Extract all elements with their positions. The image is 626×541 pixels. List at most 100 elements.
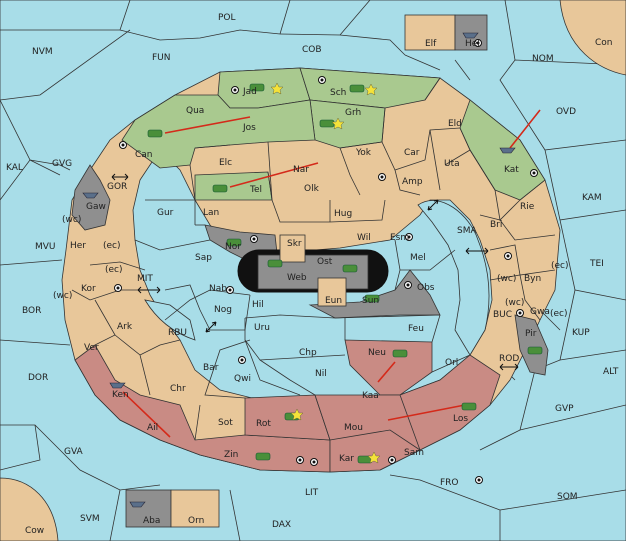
label-hil: Hil [252,300,264,310]
label-web: Web [287,273,307,283]
fleet-icon [82,192,99,199]
label-rot: Rot [256,419,271,429]
fleet-icon [129,501,146,508]
label-rbu: RBU [168,328,187,338]
label-her: Her [70,241,86,251]
land-orn[interactable] [170,489,220,528]
label-qwi: Qwi [234,374,251,384]
fleet-icon [109,382,126,389]
label-mit: MIT [137,274,153,284]
label-bar: Bar [203,363,219,373]
land-skr[interactable] [279,234,306,263]
label-feu: Feu [408,324,424,334]
label-grh: Grh [345,108,361,118]
label-orl: Orl [445,358,458,368]
label-mvu: MVU [35,242,56,252]
label-wc3: (wc) [53,291,72,301]
tank-icon [226,238,242,247]
label-sun: Sun [362,296,379,306]
label-ec1: (ec) [103,241,121,251]
label-ovd: OVD [556,107,576,117]
label-nor: Nor [225,242,241,252]
label-nvm: NVM [32,47,53,57]
land-aba[interactable] [125,489,172,528]
fleet-icon [499,147,516,154]
label-chr: Chr [170,384,186,394]
land-pir[interactable] [514,314,549,376]
star-icon [364,83,378,96]
label-eld: Eld [448,119,462,129]
land-elf[interactable] [404,14,456,51]
star-icon [367,451,381,464]
label-pol: POL [218,13,236,23]
label-elc: Elc [219,158,232,168]
move-arrow [387,403,471,421]
label-ec3: (ec) [551,261,569,271]
label-cob: COB [302,45,322,55]
label-sma: SMA [457,226,477,236]
label-uta: Uta [444,159,460,169]
label-can: Can [135,150,153,160]
label-uru: Uru [254,323,270,333]
label-sam: Sam [404,448,424,458]
label-elf: Elf [425,39,437,49]
label-nom: NOM [532,54,554,64]
label-ken: Ken [112,390,129,400]
label-tel: Tel [249,185,262,195]
label-hug: Hug [334,209,352,219]
label-kor: Kor [81,284,96,294]
label-mou: Mou [344,423,363,433]
label-wil: Wil [357,233,371,243]
star-icon [270,82,284,95]
label-rie: Rie [520,202,535,212]
label-nog: Nog [214,305,232,315]
label-bri: Bri [490,220,502,230]
label-nil: Nil [315,369,327,379]
label-byn: Byn [524,274,541,284]
label-gva: GVA [64,447,84,457]
label-qua: Qua [186,106,204,116]
coast-connections [111,173,519,371]
label-lit: LIT [305,488,319,498]
label-kam: KAM [582,193,602,203]
tank-icon [212,184,228,193]
tank-icon [249,83,265,92]
move-arrow [164,116,251,134]
label-som: SOM [557,492,578,502]
label-chp: Chp [299,348,317,358]
tank-icon [147,129,163,138]
label-obs: Obs [417,283,435,293]
land-labels: Elf Hel Jad Sch Qua Jos Grh Can Eld Yok … [53,39,569,526]
label-wc4: (wc) [505,298,524,308]
land-eun[interactable] [317,277,347,307]
label-tei: TEI [589,259,604,269]
sea-sma-channel[interactable] [417,200,490,356]
label-car: Car [404,148,420,158]
label-fro: FRO [440,478,459,488]
label-sot: Sot [218,418,233,428]
label-kup: KUP [572,328,590,338]
tank-icon [319,119,335,128]
label-con: Con [595,38,613,48]
label-kal: KAL [6,163,23,173]
label-wc1: (wc) [62,215,81,225]
move-arrow [122,391,171,438]
label-jos: Jos [242,123,256,133]
units[interactable] [82,32,543,508]
label-cow: Cow [25,526,44,536]
label-bor: BOR [22,306,41,316]
tank-icon [342,264,358,273]
label-gvg: GVG [52,159,72,169]
label-ail: Ail [147,423,158,433]
tank-icon [527,346,543,355]
label-kar: Kar [339,454,354,464]
sea-labels: POL COB FUN NVM NOM Con OVD KAL GVG GOR … [6,13,619,536]
label-sch: Sch [330,88,346,98]
move-arrow [377,361,396,383]
tank-icon [255,452,271,461]
label-aba: Aba [143,516,160,526]
label-ec4: (ec) [550,309,568,319]
label-sap: Sap [195,253,212,263]
sea-rbu-inlet[interactable] [144,299,196,341]
